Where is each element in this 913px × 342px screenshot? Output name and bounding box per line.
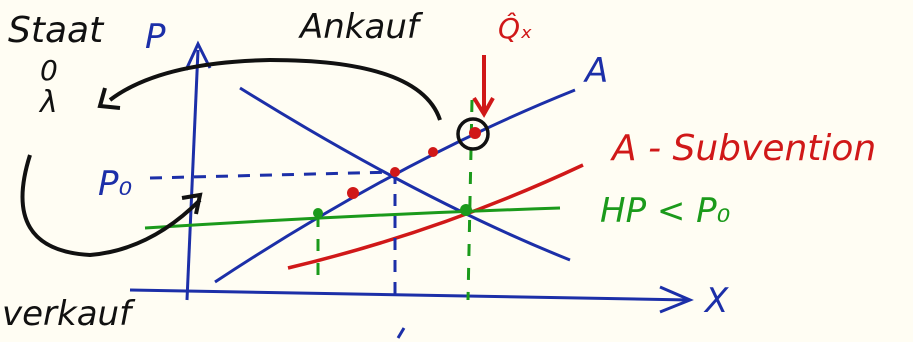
p0-dashed-line — [149, 170, 396, 180]
hp-label: HP < P₀ — [600, 191, 731, 231]
verkauf-arrow — [20, 154, 202, 258]
staat-circle-label: 0 — [40, 54, 58, 87]
ankauf-arrow — [108, 57, 442, 121]
red-point — [469, 127, 481, 139]
supply-subsidy-curve — [287, 163, 584, 270]
red-down-arrowhead — [472, 96, 495, 118]
x-axis — [129, 288, 691, 302]
ankauf-label: Ankauf — [298, 7, 424, 47]
red-point — [428, 147, 438, 157]
supply-curve — [214, 88, 576, 284]
p-axis-label: P — [145, 17, 166, 57]
red-point — [390, 167, 400, 177]
demand-label: Q̂ₓ — [498, 12, 532, 45]
demand-curve — [239, 86, 571, 262]
highlight-circle — [456, 117, 490, 151]
x-tick-mark — [396, 327, 406, 339]
staat-lambda-label: λ — [38, 85, 58, 120]
verkauf-label: verkauf — [2, 294, 136, 334]
green-point — [313, 208, 323, 218]
supply-label: A — [583, 51, 608, 91]
staat-label: Staat — [8, 10, 105, 51]
x-axis-arrowhead — [659, 285, 694, 314]
p-axis-arrowhead — [184, 40, 212, 71]
hp-line — [144, 206, 561, 230]
green-point — [460, 204, 472, 216]
x-axis-label: X — [703, 281, 729, 321]
verkauf-arrowhead — [181, 192, 203, 215]
p0-label: P₀ — [98, 164, 133, 204]
p-axis — [185, 49, 200, 301]
a-subvention-label: A - Subvention — [610, 128, 876, 169]
ankauf-arrowhead — [97, 87, 121, 110]
red-point — [347, 187, 359, 199]
